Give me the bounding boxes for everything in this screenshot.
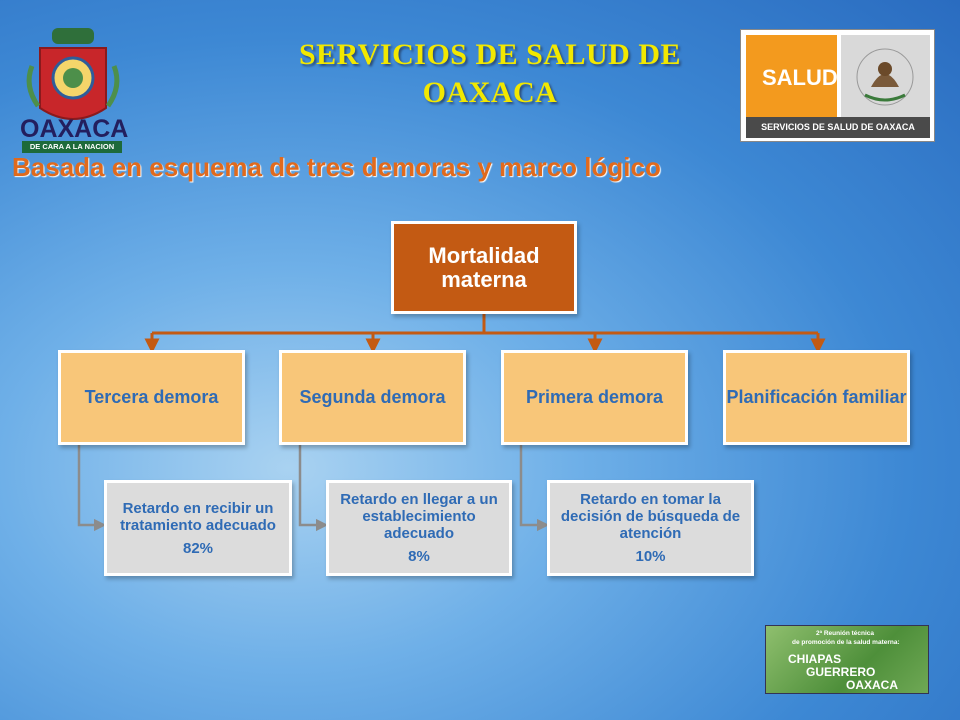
reunion-line1: 2ª Reunión técnica [816, 630, 875, 637]
reunion-tecnica-logo: 2ª Reunión técnica de promoción de la sa… [765, 625, 929, 694]
node-retardo-tomar-decision: Retardo en tomar la decisión de búsqueda… [547, 480, 754, 576]
reunion-state-oaxaca: OAXACA [846, 678, 899, 692]
node-retardo-llegar-establecimiento: Retardo en llegar a un establecimiento a… [326, 480, 512, 576]
salud-logo-word: SALUD [762, 65, 838, 90]
node-tercera-demora: Tercera demora [58, 350, 245, 445]
node-description: Retardo en llegar a un establecimiento a… [340, 491, 498, 542]
node-percent: 8% [408, 548, 430, 565]
reunion-state-chiapas: CHIAPAS [788, 652, 842, 666]
salud-logo-bar: SERVICIOS DE SALUD DE OAXACA [746, 117, 930, 138]
node-primera-demora: Primera demora [501, 350, 688, 445]
oaxaca-logo-text: OAXACA [20, 115, 129, 143]
page-title: SERVICIOS DE SALUD DE OAXACA [298, 38, 682, 109]
root-node-mortalidad-materna: Mortalidad materna [391, 221, 577, 314]
page-subtitle: Basada en esquema de tres demoras y marc… [12, 152, 661, 182]
node-retardo-recibir-tratamiento: Retardo en recibir un tratamiento adecua… [104, 480, 292, 576]
reunion-state-guerrero: GUERRERO [806, 665, 876, 679]
node-segunda-demora: Segunda demora [279, 350, 466, 445]
sub-connectors [77, 445, 550, 532]
salud-logo: SALUD SERVICIOS DE SALUD DE OAXACA [740, 29, 935, 142]
node-percent: 10% [635, 548, 666, 565]
root-connector [144, 314, 826, 354]
oaxaca-coat-of-arms-icon [26, 28, 120, 120]
oaxaca-logo-tagline: DE CARA A LA NACION [22, 141, 122, 153]
mexican-eagle-seal-icon [841, 35, 930, 117]
node-percent: 82% [182, 539, 214, 557]
node-planificacion-familiar: Planificación familiar [723, 350, 910, 445]
node-description: Retardo en tomar la decisión de búsqueda… [560, 491, 741, 542]
salud-logo-orange-block: SALUD [746, 35, 838, 117]
node-description: Retardo en recibir un tratamiento adecua… [120, 499, 276, 534]
reunion-line2: de promoción de la salud materna: [792, 639, 900, 646]
